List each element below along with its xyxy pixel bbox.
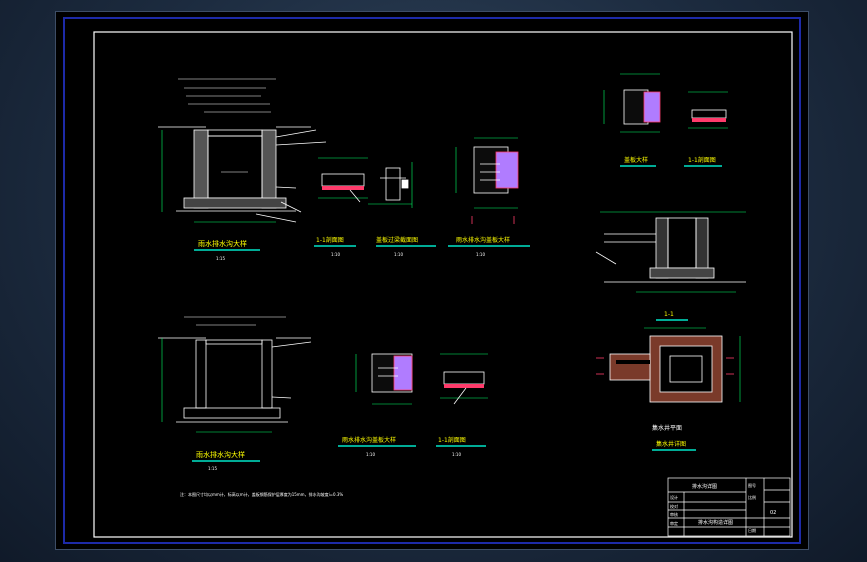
right-pit-plan bbox=[596, 327, 741, 403]
right-section-title: 1-1剖面图 bbox=[688, 156, 716, 164]
top-mid-section-title: 1-1剖面图 bbox=[316, 236, 344, 244]
title-block-row-approve: 审定 bbox=[670, 520, 678, 526]
mid-slab-detail bbox=[355, 353, 413, 405]
right-pit-section bbox=[595, 211, 746, 293]
mid-slab-scale: 1:10 bbox=[366, 452, 375, 457]
title-block-row-check: 校对 bbox=[670, 503, 678, 509]
top-left-trench-section bbox=[158, 78, 327, 223]
bottom-note: 注：本图尺寸均以mm计，标高以m计，盖板钢筋保护层厚度为15mm，排水沟坡度i=… bbox=[180, 491, 343, 497]
top-mid-over-title: 盖板过梁截面图 bbox=[376, 236, 418, 244]
mid-section-title: 1-1剖面图 bbox=[438, 436, 466, 444]
top-mid-section-1 bbox=[318, 157, 368, 203]
frame-outer bbox=[63, 17, 801, 544]
title-block-project: 排水沟详图 bbox=[692, 483, 717, 490]
mid-left-trench-section bbox=[158, 316, 312, 433]
title-block-date-label: 日期 bbox=[748, 527, 756, 533]
mid-section-scale: 1:10 bbox=[452, 452, 461, 457]
top-mid-section-scale: 1:10 bbox=[331, 252, 340, 257]
right-section-detail bbox=[688, 91, 728, 129]
title-block bbox=[667, 477, 791, 537]
right-cover-title: 盖板大样 bbox=[624, 156, 648, 164]
title-block-scale-label: 比例 bbox=[748, 494, 756, 500]
right-cover-detail bbox=[603, 73, 661, 133]
mid-left-scale: 1:15 bbox=[208, 466, 217, 471]
drawing-viewport[interactable]: 雨水排水沟大样 1:15 1-1剖面图 1:10 盖板过梁截面图 bbox=[55, 11, 809, 550]
mid-section-detail bbox=[440, 353, 488, 405]
right-pit-section-title: 1-1 bbox=[664, 311, 674, 318]
cad-drawing-canvas: 雨水排水沟大样 1:15 1-1剖面图 1:10 盖板过梁截面图 bbox=[63, 17, 801, 544]
right-pit-plan-label: 集水井平面 bbox=[652, 424, 682, 432]
top-right-slab-title: 雨水排水沟盖板大样 bbox=[456, 236, 510, 244]
top-left-main-title: 雨水排水沟大样 bbox=[198, 239, 247, 248]
top-mid-over-scale: 1:10 bbox=[394, 252, 403, 257]
top-left-scale: 1:15 bbox=[216, 256, 225, 261]
mid-left-main-title: 雨水排水沟大样 bbox=[196, 450, 245, 459]
frame-inner bbox=[93, 31, 793, 538]
top-mid-over-beam bbox=[368, 162, 413, 208]
right-pit-detail-title: 集水井详图 bbox=[656, 440, 686, 448]
title-block-drawing: 排水沟构造详图 bbox=[698, 519, 733, 526]
title-block-sheet-number: 02 bbox=[770, 510, 776, 516]
top-right-slab-scale: 1:10 bbox=[476, 252, 485, 257]
title-block-row-design: 设计 bbox=[670, 494, 678, 500]
title-block-drawing-no-label: 图号 bbox=[748, 482, 756, 488]
title-block-row-review: 审核 bbox=[670, 511, 678, 517]
mid-slab-title: 雨水排水沟盖板大样 bbox=[342, 436, 396, 444]
top-right-slab-detail bbox=[455, 137, 519, 224]
